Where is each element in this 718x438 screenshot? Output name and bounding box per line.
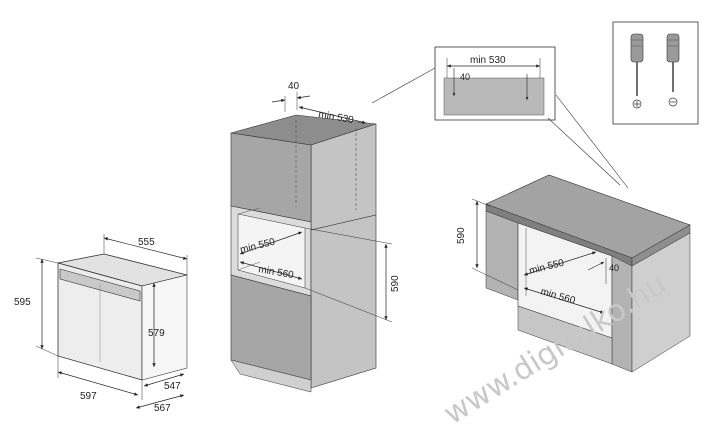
tall-cabinet-drawing: 40 min 530 min 550 min 560 590 xyxy=(230,67,436,393)
detail-vent-label: 40 xyxy=(460,72,470,82)
base-niche-height-label: 590 xyxy=(456,227,467,244)
base-left-cabinet xyxy=(485,210,519,301)
oven-depth-label: 547 xyxy=(164,381,181,392)
tall-cabinet-lower-side xyxy=(310,214,377,389)
tall-cabinet-plinth xyxy=(230,359,312,393)
oven-total-depth-label: 567 xyxy=(154,403,171,414)
base-cabinet-drawing: 590 min 550 40 min 560 xyxy=(456,174,691,373)
phillips-screwdriver-icon xyxy=(630,33,644,109)
oven-front-width-label: 597 xyxy=(80,391,97,402)
base-vent-label: 40 xyxy=(609,263,619,273)
detail-depth-label: min 530 xyxy=(470,55,506,66)
oven-drawing: 555 595 579 597 547 567 xyxy=(14,234,188,414)
oven-inner-height-label: 579 xyxy=(148,328,165,339)
base-plinth xyxy=(517,305,613,365)
oven-width-label: 555 xyxy=(138,237,155,248)
tall-niche-height-label: 590 xyxy=(390,275,401,292)
base-cabinet-side xyxy=(631,232,691,373)
oven-height-label: 595 xyxy=(14,297,31,308)
tall-vent-label: 40 xyxy=(288,81,300,92)
tools-box xyxy=(612,21,699,125)
vent-detail-box: min 530 40 xyxy=(434,46,629,189)
flathead-screwdriver-icon xyxy=(666,33,680,107)
